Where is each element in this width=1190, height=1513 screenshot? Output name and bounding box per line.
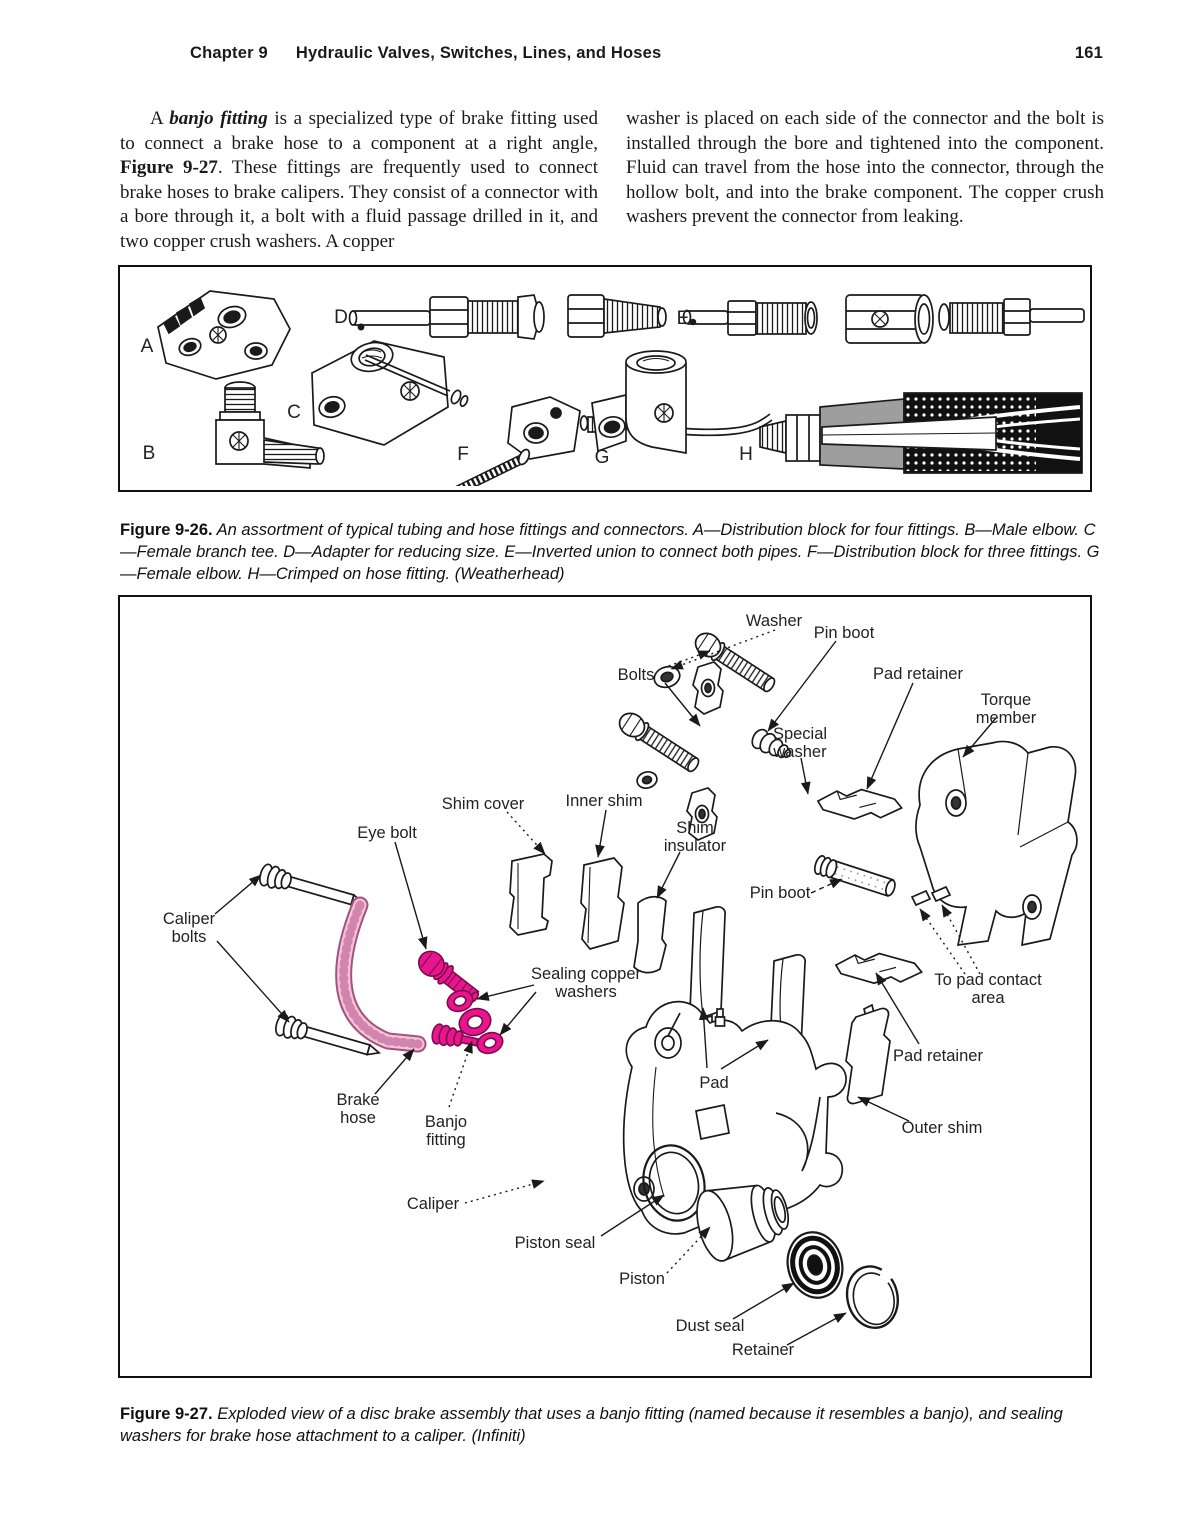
small-washer — [636, 771, 658, 789]
retainer-ring — [845, 1265, 900, 1329]
part-label-banjo-fitting: Banjo fitting — [424, 1113, 468, 1149]
part-label-eye-bolt: Eye bolt — [357, 824, 417, 842]
part-label-pad-retainer-top: Pad retainer — [873, 665, 963, 683]
page-number: 161 — [1074, 44, 1103, 62]
shim-insulator — [633, 895, 667, 974]
disc-brake-exploded-illustration — [214, 629, 1078, 1346]
torque-member — [910, 740, 1078, 947]
part-label-piston: Piston — [619, 1270, 665, 1288]
brake-hose — [335, 896, 427, 1053]
chapter-title: Hydraulic Valves, Switches, Lines, and H… — [295, 44, 662, 62]
part-label-dust-seal: Dust seal — [675, 1317, 745, 1335]
fittings-illustration — [157, 290, 1085, 486]
figure-letter-b: B — [142, 443, 156, 464]
chapter-label: Chapter 9 — [190, 44, 268, 62]
figure-letter-d: D — [334, 307, 348, 328]
part-label-pin-boot-top: Pin boot — [813, 624, 875, 642]
pin-boot-upper — [751, 728, 792, 759]
figure-9-26-caption: Figure 9-26. An assortment of typical tu… — [120, 519, 1104, 585]
sealing-washer-2 — [476, 1031, 504, 1055]
term-banjo-fitting: banjo fitting — [169, 108, 268, 129]
part-label-pad: Pad — [699, 1074, 729, 1092]
part-label-shim-insulator: Shim insulator — [663, 819, 727, 855]
part-label-shim-cover: Shim cover — [441, 795, 525, 813]
pad-retainer-upper — [816, 788, 903, 820]
body-column-1: A banjo fitting is a specialized type of… — [120, 107, 598, 255]
part-label-outer-shim: Outer shim — [901, 1119, 983, 1137]
figure-letter-g: G — [594, 447, 610, 468]
fitting-e-inverted-union — [682, 294, 1085, 344]
outer-shim — [845, 1003, 891, 1105]
piston — [696, 1184, 790, 1262]
part-label-retainer: Retainer — [731, 1341, 795, 1359]
fitting-h-crimped-hose — [759, 392, 1083, 474]
dust-seal — [786, 1231, 844, 1299]
part-label-brake-hose: Brake hose — [336, 1091, 380, 1127]
page-header: Chapter 9 Hydraulic Valves, Switches, Li… — [190, 44, 1103, 63]
part-label-washer: Washer — [745, 612, 803, 630]
pin-boot-middle — [813, 855, 896, 898]
caption-text: Exploded view of a disc brake assembly t… — [120, 1404, 1063, 1445]
part-label-torque-member: Torque member — [975, 691, 1037, 727]
figure-letter-f: F — [457, 444, 469, 465]
paragraph-text: is a specialized type of brake fitting u… — [120, 108, 598, 154]
part-label-sealing-copper-washers: Sealing copper washers — [530, 965, 642, 1001]
special-washer-2 — [686, 787, 718, 841]
caption-label: Figure 9-27. — [120, 1404, 213, 1423]
leader-lines — [214, 629, 997, 1346]
special-washer-1 — [692, 661, 724, 715]
part-label-to-pad-contact-area: To pad contact area — [934, 971, 1042, 1007]
paragraph-text: A — [150, 108, 170, 129]
figure-reference: Figure 9-27 — [120, 157, 218, 179]
figure-letter-a: A — [140, 336, 154, 357]
caliper-bolt-2 — [275, 1013, 382, 1056]
part-label-pin-boot-middle: Pin boot — [749, 884, 811, 902]
figure-letter-h: H — [739, 444, 753, 465]
part-label-piston-seal: Piston seal — [514, 1234, 596, 1252]
fitting-g-female-elbow — [591, 350, 687, 455]
part-label-bolts: Bolts — [617, 666, 655, 684]
figure-9-27: Washer Pin boot Bolts Pad retainer Torqu… — [118, 595, 1092, 1378]
pad-retainer-lower — [834, 952, 923, 985]
paragraph-text: . These fittings are frequently used to … — [120, 157, 598, 252]
shim-cover — [509, 853, 553, 936]
bolt-2 — [618, 712, 700, 773]
figure-9-26: A B C D E F G H — [118, 265, 1092, 492]
figure-letter-c: C — [287, 402, 301, 423]
part-label-pad-retainer-lower: Pad retainer — [893, 1047, 983, 1065]
caliper-bolt-1 — [259, 863, 366, 906]
fitting-b-male-elbow — [215, 381, 325, 469]
inner-shim — [580, 857, 625, 950]
figure-letter-e: E — [676, 308, 690, 329]
part-label-inner-shim: Inner shim — [565, 792, 643, 810]
banjo-fitting-eye — [458, 1007, 492, 1037]
piston-seal — [642, 1144, 706, 1222]
sealing-washer-1 — [446, 989, 474, 1013]
fitting-a-distribution-block — [157, 290, 291, 380]
fitting-c-female-tee — [311, 340, 449, 446]
caption-label: Figure 9-26. — [120, 520, 213, 539]
washer — [653, 665, 681, 689]
fitting-d-adapter — [348, 294, 667, 340]
part-label-caliper: Caliper — [406, 1195, 460, 1213]
part-label-special-washer: Special washer — [772, 725, 828, 761]
part-label-caliper-bolts: Caliper bolts — [162, 910, 216, 946]
figure-9-27-caption: Figure 9-27. Exploded view of a disc bra… — [120, 1403, 1104, 1447]
body-column-2: washer is placed on each side of the con… — [626, 108, 1104, 228]
caption-text: An assortment of typical tubing and hose… — [120, 520, 1100, 583]
